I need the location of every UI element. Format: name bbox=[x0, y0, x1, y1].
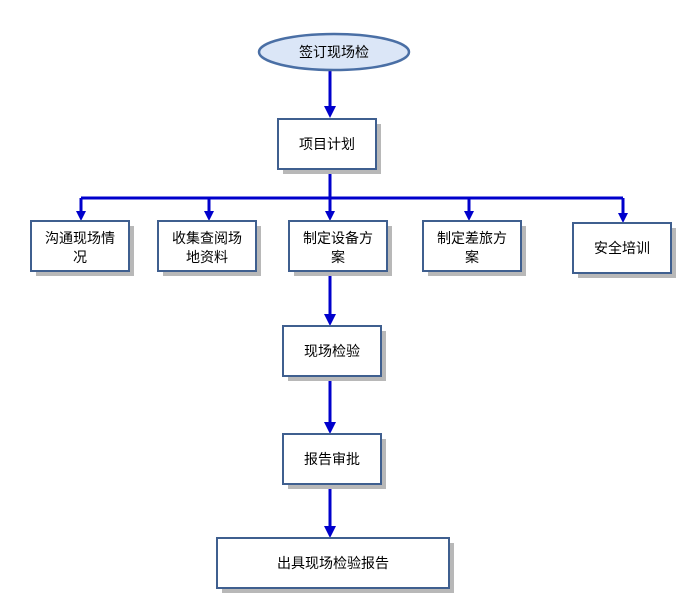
arrowhead-travel bbox=[464, 211, 474, 221]
safety-label: 安全培训 bbox=[594, 240, 650, 257]
arrowhead-report bbox=[324, 526, 336, 538]
node-collect: 收集查阅场 地资料 bbox=[157, 220, 261, 276]
node-communicate: 沟通现场情 况 bbox=[30, 220, 134, 276]
collect-label-line1: 收集查阅场 bbox=[172, 230, 242, 247]
equipment-label-line2: 案 bbox=[331, 249, 345, 266]
node-safety: 安全培训 bbox=[572, 222, 676, 278]
arrowhead-inspect bbox=[324, 314, 336, 326]
node-travel: 制定差旅方 案 bbox=[422, 220, 526, 276]
travel-box bbox=[422, 220, 522, 272]
node-approve: 报告审批 bbox=[282, 433, 386, 489]
report-label: 出具现场检验报告 bbox=[277, 556, 389, 572]
safety-box bbox=[572, 222, 672, 274]
approve-box bbox=[282, 433, 382, 485]
inspect-label: 现场检验 bbox=[304, 344, 360, 360]
start-oval bbox=[257, 32, 411, 72]
plan-label: 项目计划 bbox=[299, 137, 355, 153]
equipment-label-line1: 制定设备方 bbox=[303, 230, 373, 247]
arrowhead-equipment bbox=[325, 211, 335, 221]
node-inspect: 现场检验 bbox=[282, 325, 386, 381]
node-report: 出具现场检验报告 bbox=[216, 537, 454, 593]
node-plan: 项目计划 bbox=[277, 118, 381, 174]
arrowhead-approve bbox=[324, 422, 336, 434]
inspect-box bbox=[282, 325, 382, 377]
node-equipment: 制定设备方 案 bbox=[288, 220, 392, 276]
connectors bbox=[76, 70, 628, 538]
travel-label-line1: 制定差旅方 bbox=[437, 231, 507, 247]
communicate-label-line2: 况 bbox=[73, 250, 87, 266]
communicate-label-line1: 沟通现场情 bbox=[45, 231, 115, 247]
travel-label-line2: 案 bbox=[465, 249, 479, 266]
report-box bbox=[216, 537, 450, 589]
approve-label: 报告审批 bbox=[304, 452, 360, 468]
arrowhead-plan bbox=[324, 106, 336, 118]
collect-box bbox=[157, 220, 257, 272]
arrowhead-collect bbox=[204, 211, 214, 221]
collect-label-line2: 地资料 bbox=[186, 250, 228, 266]
arrowhead-safety bbox=[618, 213, 628, 223]
plan-box bbox=[277, 118, 377, 170]
equipment-box bbox=[288, 220, 388, 272]
start-label: 签订现场检 bbox=[299, 44, 369, 61]
communicate-box bbox=[30, 220, 130, 272]
arrowhead-communicate bbox=[76, 211, 86, 221]
node-start: 签订现场检 bbox=[257, 32, 411, 72]
